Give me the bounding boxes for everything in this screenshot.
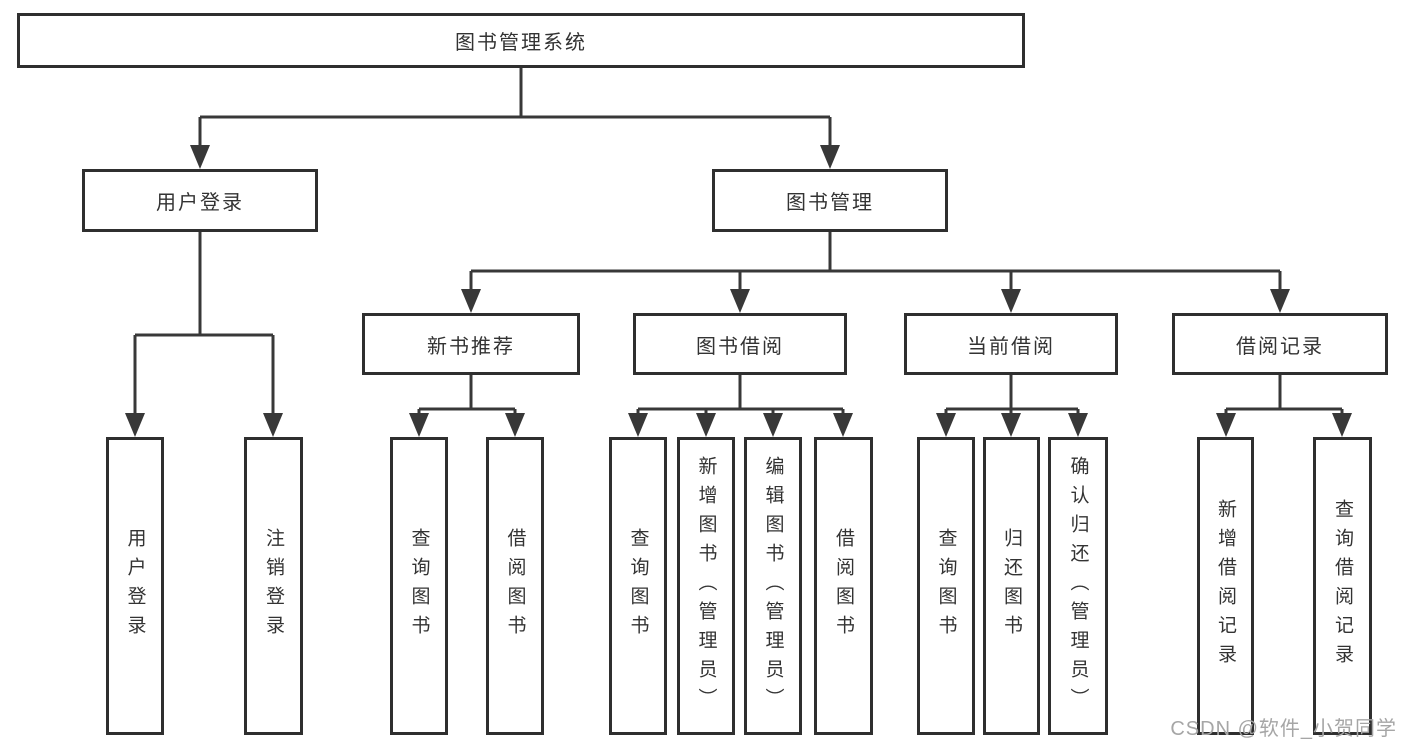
node-user-login: 用户登录: [82, 169, 318, 232]
leaf-logout: 注销登录: [244, 437, 303, 735]
node-user-login-label: 用户登录: [156, 192, 244, 214]
node-library-system-label: 图书管理系统: [455, 32, 587, 54]
leaf-add-borrow-record: 新增借阅记录: [1197, 437, 1254, 735]
node-book-management: 图书管理: [712, 169, 948, 232]
leaf-logout-label: 注销登录: [263, 528, 284, 644]
leaf-borrow-book-recommend-label: 借阅图书: [504, 528, 526, 644]
leaf-confirm-return-admin: 确认归还（管理员）: [1048, 437, 1108, 735]
node-library-system: 图书管理系统: [17, 13, 1025, 68]
leaf-query-book-current: 查询图书: [917, 437, 975, 735]
leaf-query-borrow-record-label: 查询借阅记录: [1332, 499, 1353, 673]
csdn-watermark: CSDN @软件_小贺同学: [1170, 718, 1397, 740]
leaf-query-borrow-record: 查询借阅记录: [1313, 437, 1372, 735]
leaf-user-login: 用户登录: [106, 437, 164, 735]
leaf-return-book-label: 归还图书: [1001, 528, 1022, 644]
leaf-query-book-current-label: 查询图书: [935, 528, 957, 644]
leaf-return-book: 归还图书: [983, 437, 1040, 735]
leaf-edit-book-admin: 编辑图书（管理员）: [744, 437, 802, 735]
node-new-book-recommend: 新书推荐: [362, 313, 580, 375]
leaf-query-book-recommend-label: 查询图书: [408, 528, 430, 644]
node-borrow-records-label: 借阅记录: [1236, 335, 1324, 358]
node-current-borrow-label: 当前借阅: [967, 335, 1055, 358]
leaf-add-borrow-record-label: 新增借阅记录: [1215, 499, 1236, 673]
leaf-borrow-book: 借阅图书: [814, 437, 873, 735]
arrowhead-icons: [125, 145, 1352, 437]
leaf-add-book-admin: 新增图书（管理员）: [677, 437, 735, 735]
leaf-add-book-admin-label: 新增图书（管理员）: [695, 455, 717, 717]
node-book-borrow-label: 图书借阅: [696, 335, 784, 358]
node-book-borrow: 图书借阅: [633, 313, 847, 375]
node-current-borrow: 当前借阅: [904, 313, 1118, 375]
leaf-user-login-label: 用户登录: [124, 528, 146, 644]
leaf-query-book-borrow-label: 查询图书: [627, 528, 649, 644]
leaf-query-book-recommend: 查询图书: [390, 437, 448, 735]
leaf-confirm-return-admin-label: 确认归还（管理员）: [1067, 455, 1089, 717]
leaf-borrow-book-recommend: 借阅图书: [486, 437, 544, 735]
node-new-book-recommend-label: 新书推荐: [427, 335, 515, 358]
node-book-management-label: 图书管理: [786, 192, 874, 214]
leaf-query-book-borrow: 查询图书: [609, 437, 667, 735]
node-borrow-records: 借阅记录: [1172, 313, 1388, 375]
leaf-borrow-book-label: 借阅图书: [833, 528, 854, 644]
leaf-edit-book-admin-label: 编辑图书（管理员）: [762, 455, 784, 717]
